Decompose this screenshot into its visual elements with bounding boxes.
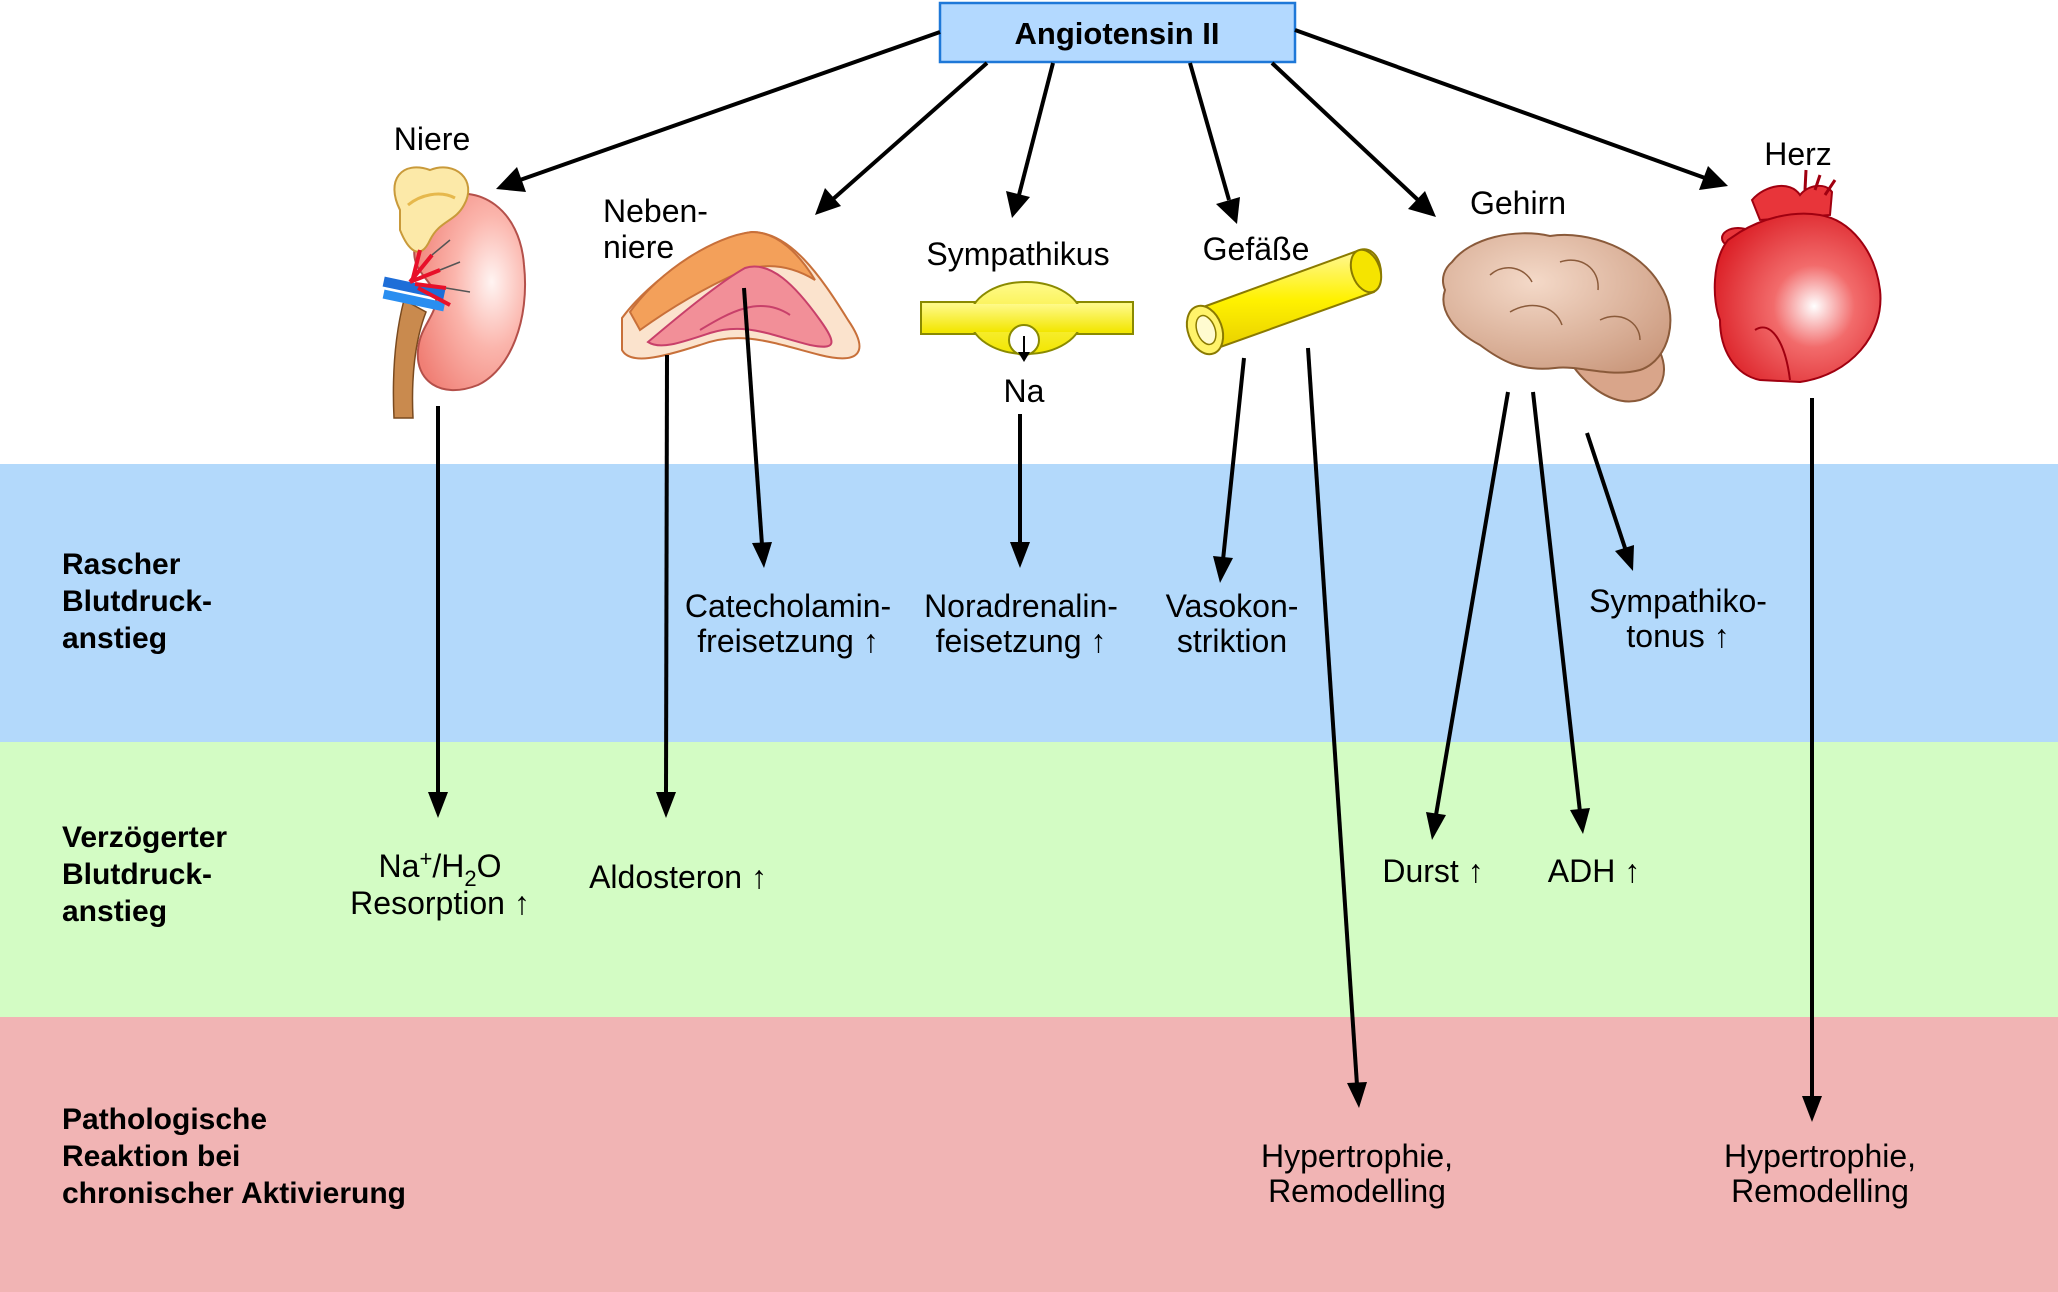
effect-vasokon-2: striktion [1177, 623, 1287, 659]
effect-sympathiko-1: Sympathiko- [1589, 583, 1767, 619]
arrow-nebenniere-to-catecholamin [742, 287, 772, 568]
heart-icon [1713, 169, 1882, 384]
effect-catecholamin-1: Catecholamin- [685, 588, 891, 624]
arrow-gefaesse-to-vasokonstriktion [1213, 357, 1246, 583]
band-delayed-label-1: Verzögerter [62, 821, 227, 854]
effect-aldosteron: Aldosteron ↑ [589, 859, 767, 895]
effect-adh: ADH ↑ [1548, 853, 1640, 889]
band-delayed-label-2: Blutdruck- [62, 858, 212, 891]
band-patho-label-2: Reaktion bei [62, 1140, 240, 1173]
arrow-to-niere [496, 30, 941, 192]
effect-catecholamin-2: freisetzung ↑ [697, 623, 878, 659]
arrow-gehirn-to-durst [1426, 391, 1510, 840]
effect-hypertrophie-gef-2: Remodelling [1268, 1173, 1446, 1209]
arrow-gehirn-to-sympathikotonus [1585, 432, 1634, 571]
effect-sympathiko-2: tonus ↑ [1626, 618, 1729, 654]
arrow-niere-to-resorption [428, 406, 448, 818]
arrow-herz-to-hypertrophie [1802, 398, 1822, 1122]
arrow-to-sympathikus [1006, 62, 1055, 218]
band-delayed-label-3: anstieg [62, 895, 167, 928]
effect-noradrenalin-2: feisetzung ↑ [936, 623, 1107, 659]
organ-label-niere: Niere [394, 121, 470, 157]
organ-label-sympathikus: Sympathikus [926, 236, 1109, 272]
effect-durst: Durst ↑ [1382, 853, 1483, 889]
brain-icon [1442, 232, 1672, 403]
sympathetic-ganglion-icon [920, 281, 1134, 362]
band-rapid-label-2: Blutdruck- [62, 585, 212, 618]
adrenal-gland-icon [621, 230, 861, 360]
organ-label-herz: Herz [1764, 136, 1832, 172]
kidney-icon [382, 166, 526, 419]
band-delayed [0, 742, 2058, 1017]
effect-hypertrophie-herz-1: Hypertrophie, [1724, 1138, 1916, 1174]
organ-label-nebenniere-2: niere [603, 229, 674, 265]
organ-label-nebenniere-1: Neben- [603, 193, 708, 229]
effect-noradrenalin-1: Noradrenalin- [924, 588, 1118, 624]
effect-vasokon-1: Vasokon- [1166, 588, 1299, 624]
band-rapid-label-1: Rascher [62, 548, 181, 581]
band-rapid-label-3: anstieg [62, 622, 167, 655]
sympathikus-na-label: Na [1004, 373, 1045, 409]
arrow-to-gehirn [1270, 61, 1436, 217]
arrow-to-herz [1294, 28, 1728, 190]
band-rapid [0, 464, 2058, 742]
band-pathologic [0, 1017, 2058, 1292]
arrow-to-nebenniere [815, 61, 989, 215]
arrow-nebenniere-to-aldosteron [656, 354, 676, 818]
organ-label-gehirn: Gehirn [1470, 185, 1566, 221]
band-patho-label-3: chronischer Aktivierung [62, 1177, 406, 1210]
effect-hypertrophie-herz-2: Remodelling [1731, 1173, 1909, 1209]
effect-na-h2o: Na+/H2O [379, 846, 502, 891]
arrow-to-gefaesse [1188, 62, 1240, 224]
organ-label-gefaesse: Gefäße [1203, 231, 1310, 267]
band-patho-label-1: Pathologische [62, 1103, 267, 1136]
arrow-gehirn-to-adh [1531, 391, 1590, 834]
arrow-sympathikus-to-noradrenalin [1010, 414, 1030, 568]
effect-hypertrophie-gef-1: Hypertrophie, [1261, 1138, 1453, 1174]
source-arrows [496, 28, 1728, 224]
source-box [940, 3, 1295, 62]
arrow-gefaesse-to-hypertrophie [1306, 347, 1367, 1108]
blood-vessel-icon [1185, 248, 1383, 356]
effect-resorption: Resorption ↑ [350, 885, 530, 921]
effect-arrows [428, 287, 1822, 1122]
source-label: Angiotensin II [1015, 16, 1220, 51]
